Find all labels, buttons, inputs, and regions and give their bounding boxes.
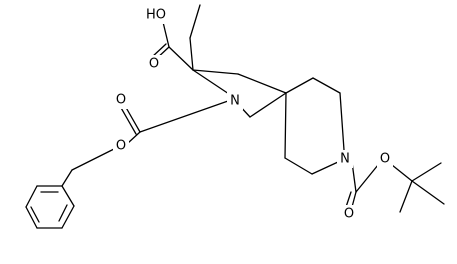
bond-tbu-methyl-3 (411, 180, 445, 205)
atom-pyrrolidine-nitrogen: N (227, 92, 243, 110)
atom-labels: HO O N O O N O O (113, 6, 393, 223)
bond-phenyl-5 (25, 185, 38, 208)
bond-spiro-to-c1 (249, 92, 287, 118)
bond-c4-to-spiro (237, 73, 287, 94)
bond-tbu-methyl-1 (399, 180, 413, 213)
bond-phenyl-4 (25, 206, 38, 229)
bond-phenyl-2 (61, 205, 75, 229)
svg-text:O: O (344, 207, 354, 222)
atom-cbz-carbonyl-oxygen: O (113, 91, 129, 109)
bond-pip-upper-2-to-n (339, 92, 345, 151)
bond-ethyl-ch2-to-c3 (189, 37, 194, 71)
atom-cbz-ester-oxygen: O (113, 137, 129, 155)
atom-boc-carbonyl-oxygen: O (341, 205, 357, 223)
atom-boc-ester-oxygen: O (377, 150, 393, 168)
svg-text:O: O (116, 93, 126, 108)
bond-acid-carbon-to-carbonyl-b (151, 43, 167, 58)
bond-tbu-methyl-2 (411, 162, 442, 182)
bond-nitrogen-to-cbz-carbonyl (139, 100, 229, 133)
svg-text:N: N (340, 152, 350, 167)
bond-pip-upper-1-to-2 (312, 77, 341, 94)
bond-c3-to-nitrogen (192, 69, 233, 97)
bond-ester-oxygen-to-tbu (391, 164, 413, 182)
bond-ester-oxygen-to-ch2 (71, 148, 115, 171)
atom-carboxyl-carbonyl-oxygen: O (146, 55, 162, 73)
bond-c3-to-c4 (192, 69, 239, 75)
atom-hydroxyl-oxygen: HO (143, 6, 169, 24)
bond-boc-carbonyl-to-oxygen-a (351, 191, 357, 208)
bond-cbz-carbonyl-to-oxygen-b (119, 105, 137, 135)
bond-spiro-to-pip-upper-1 (285, 77, 314, 94)
bond-boc-carbonyl-to-ester-oxygen (355, 164, 379, 193)
bond-pip-lower-1-to-2 (284, 157, 313, 175)
bond-spiro-to-pip-lower-1 (284, 92, 287, 159)
svg-text:N: N (230, 94, 240, 109)
bond-pip-lower-2-to-n (311, 161, 339, 175)
bond-acid-carbon-to-hydroxyl (162, 21, 170, 48)
bond-acid-carbon-to-c3 (168, 46, 194, 71)
bond-cbz-carbonyl-to-ester-oxygen (127, 131, 141, 144)
bond-boc-carbonyl-to-oxygen-b (345, 191, 352, 208)
bond-ch2-to-phenyl (61, 169, 73, 187)
bond-phenyl-double-a (58, 204, 68, 222)
svg-text:HO: HO (146, 8, 166, 23)
svg-text:O: O (149, 57, 159, 72)
svg-text:O: O (380, 152, 390, 167)
bond-lines (25, 4, 445, 229)
bond-phenyl-1 (61, 185, 75, 207)
bond-ethyl-ch3-to-ch2 (189, 4, 201, 39)
svg-text:O: O (116, 139, 126, 154)
bond-phenyl-double-b (30, 206, 40, 223)
atom-piperidine-nitrogen: N (337, 150, 353, 168)
